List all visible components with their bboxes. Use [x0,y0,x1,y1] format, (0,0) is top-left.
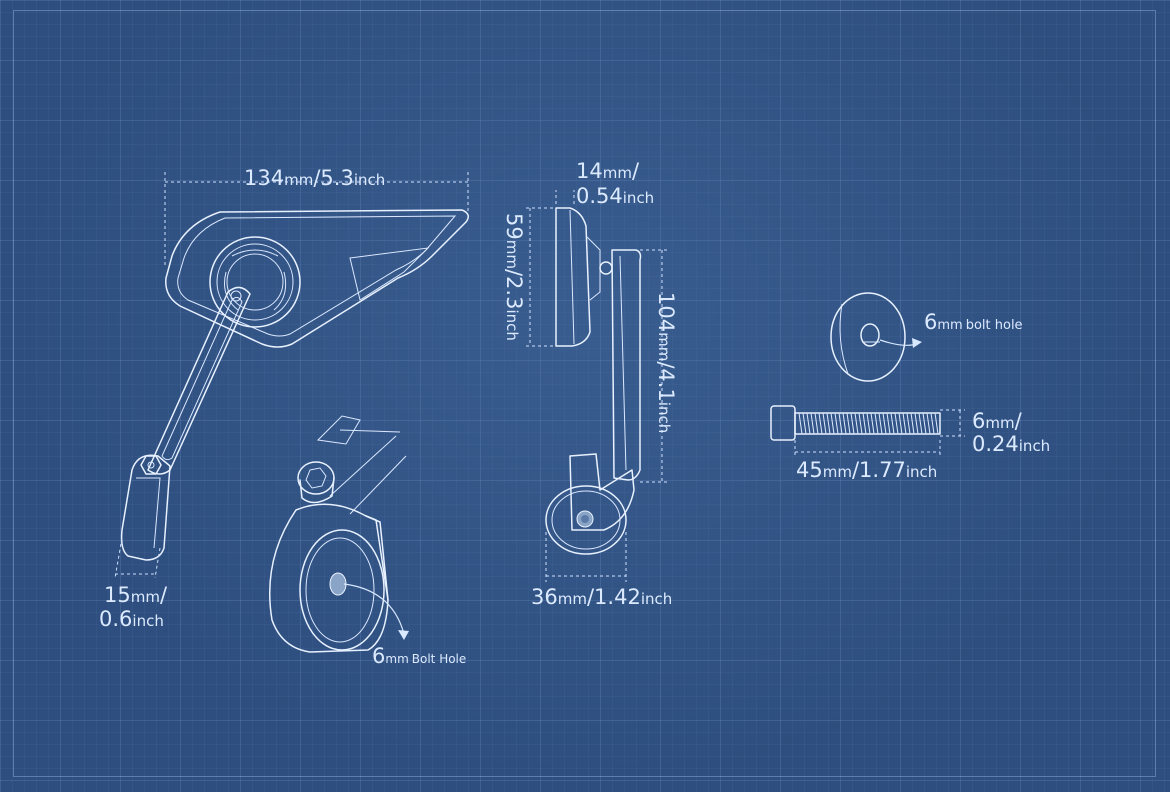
mirror-width-label: 134mm/5.3inch [244,166,386,190]
bolt-thread-line [906,412,911,435]
bolt-diameter-label: 6mm/ [972,409,1022,433]
bolt-thread-line [854,412,859,435]
clamp-width-inch-label: 0.6inch [99,607,164,631]
washer-view [830,292,922,382]
blueprint-frame [13,10,1156,777]
bolt-thread-line [910,412,915,435]
mirror-side-view [114,172,469,579]
bolt-thread-line [822,412,827,435]
bolt-thread-line [930,412,935,435]
arm-length-label: 104mm/4.1inch [654,292,678,434]
bolt-thread-line [882,412,887,435]
bolt-thread-line [878,412,883,435]
mirror-height-label: 59mm/2.3inch [502,213,526,341]
bolt-thread-line [866,412,871,435]
bolt-thread-line [814,412,819,435]
clamp-width-label: 15mm/ [104,583,168,607]
bolt-thread-line [818,412,823,435]
bolt-thread-line [922,412,927,435]
bolt-thread-line [806,412,811,435]
clamp-diameter-label: 36mm/1.42inch [531,585,673,609]
bolt-thread-line [926,412,931,435]
bolt-thread-line [874,412,879,435]
bolt-thread-line [870,412,875,435]
bolt-thread-line [914,412,919,435]
bolt-thread-line [858,412,863,435]
bolt-thread-line [830,412,835,435]
bolt-thread-line [890,412,895,435]
bolt-thread-line [834,412,839,435]
bolt-thread-line [862,412,867,435]
bolt-thread-line [898,412,903,435]
bolt-thread-line [934,412,939,435]
clamp-detail-view [269,415,409,653]
mirror-front-view [526,190,668,582]
bolt-thread-line [810,412,815,435]
mirror-thickness-label: 14mm/ [576,159,640,183]
bolt-thread-line [826,412,831,435]
bolt-thread-line [798,412,803,435]
bolt-thread-line [838,412,843,435]
bolt-length-label: 45mm/1.77inch [796,458,938,482]
bolt-thread-line [842,412,847,435]
bolt-thread-line [894,412,899,435]
mirror-thickness-inch-label: 0.54inch [576,184,655,208]
bolt-thread-line [918,412,923,435]
bolt-view [770,405,965,458]
bolt-thread-line [886,412,891,435]
bolt-thread-line [802,412,807,435]
bolt-thread-line [850,412,855,435]
bolt-diameter-inch-label: 0.24inch [972,432,1051,456]
bolt-thread-line [902,412,907,435]
bolt-thread-line [846,412,851,435]
